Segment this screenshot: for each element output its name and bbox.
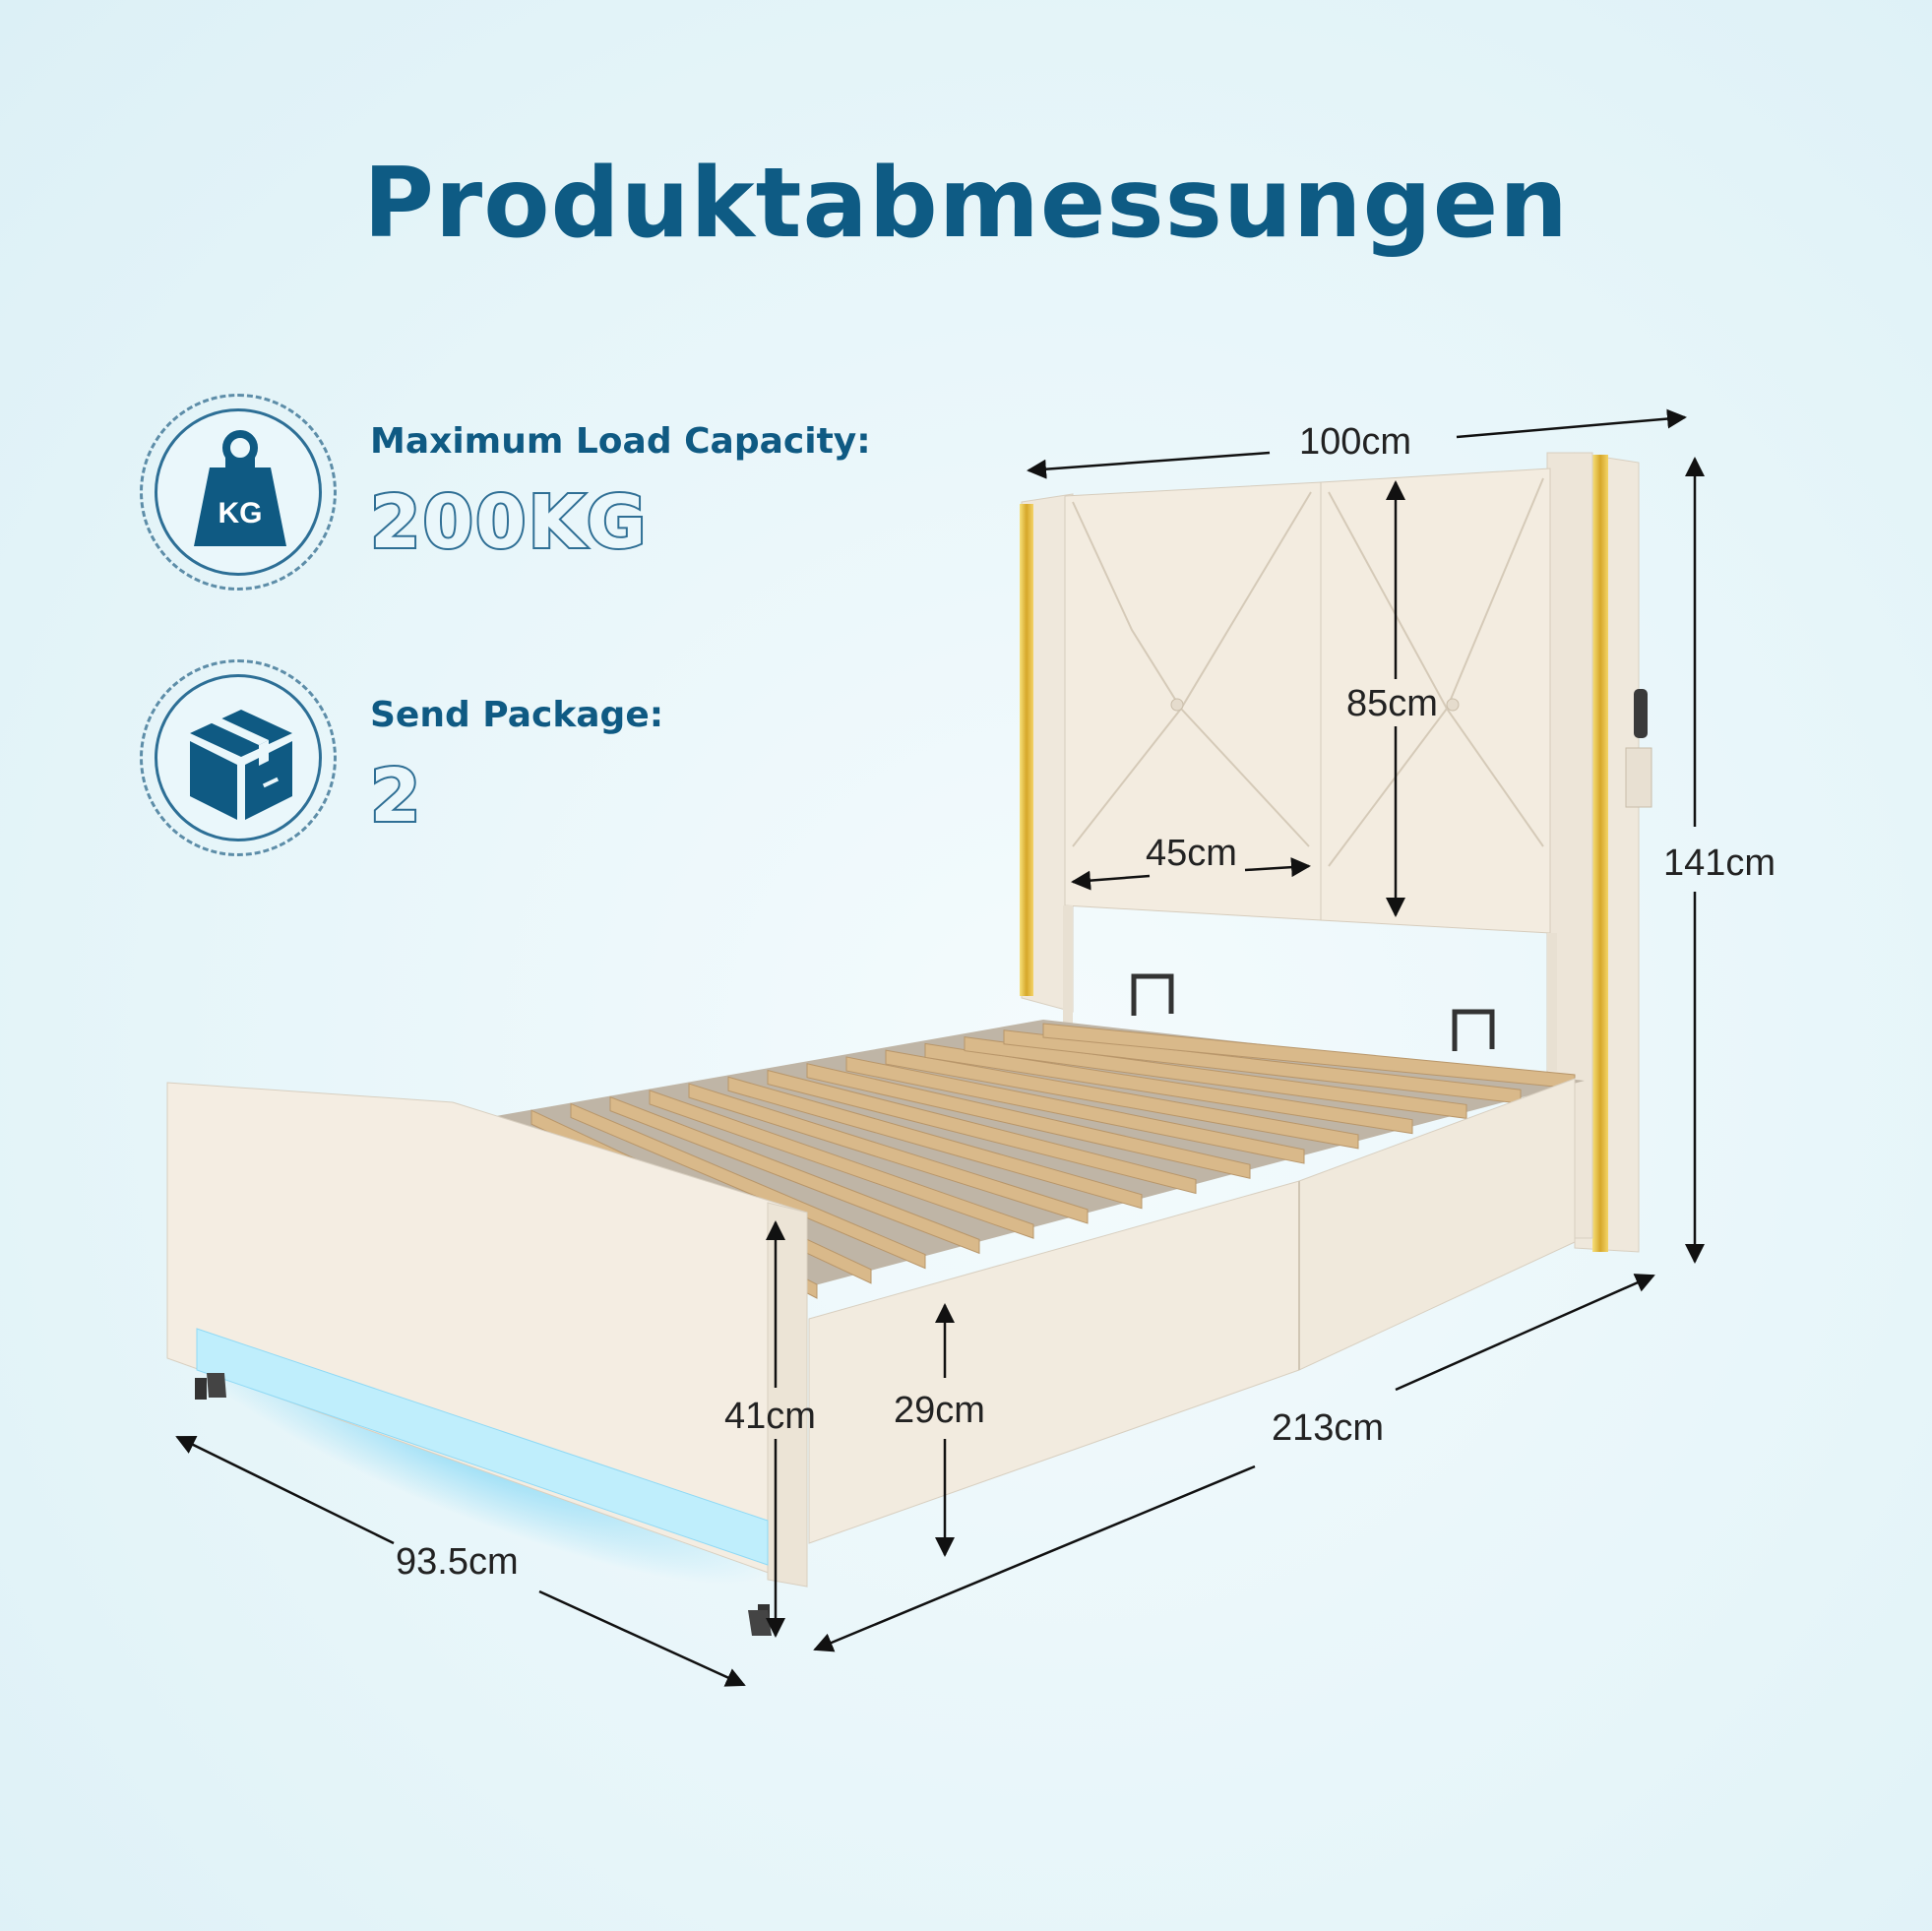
slat [845,1056,1305,1164]
weight-kg-icon: KG [194,430,286,546]
dim-headboard-width: 100cm [1299,421,1412,463]
load-capacity-label: Maximum Load Capacity: [370,421,871,462]
slat [885,1049,1359,1150]
slat [688,1083,1089,1224]
headboard [1020,452,1652,1253]
footboard [166,1082,808,1636]
slat [767,1069,1197,1195]
dim-length: 213cm [1272,1407,1385,1449]
lift-handles [1131,973,1495,1051]
dim-total-height: 141cm [1663,842,1776,884]
slat [609,1095,980,1255]
page-title: Produktabmessungen [363,148,1569,260]
slat [649,1090,1034,1239]
dim-headboard-panel-height: 85cm [1346,683,1438,724]
kg-icon-text: KG [218,497,263,529]
dimension-lines [175,408,1705,1687]
load-capacity-value: 200KG [368,478,649,567]
slat [806,1063,1251,1179]
dim-side-rail-height: 29cm [894,1390,985,1431]
dim-headboard-panel-width: 45cm [1146,833,1237,874]
dim-footboard-height: 41cm [724,1396,816,1437]
slat [924,1042,1413,1135]
slat [570,1102,926,1270]
package-badge [140,659,337,856]
send-package-label: Send Package: [370,695,664,735]
package-box-icon [190,710,292,820]
load-capacity-badge: KG [140,394,337,591]
send-package-value: 2 [368,752,423,841]
dim-footboard-width: 93.5cm [396,1541,519,1583]
slat [727,1076,1143,1210]
